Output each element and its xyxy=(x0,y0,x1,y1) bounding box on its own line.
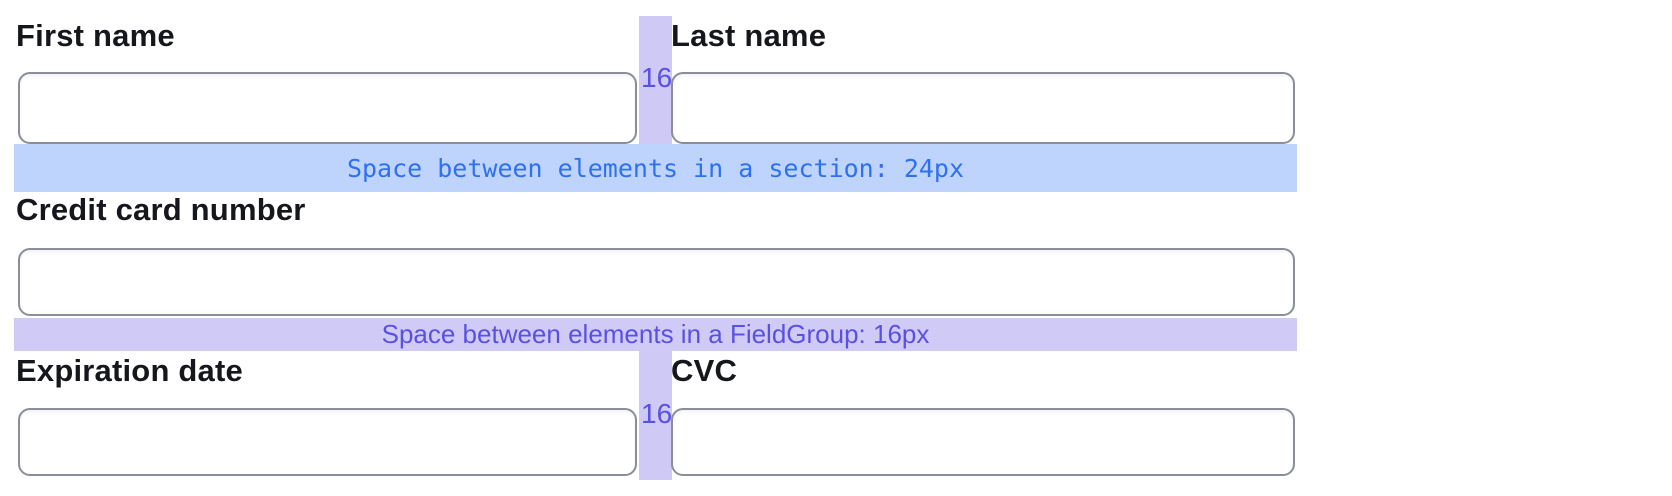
row1-column-gap-band xyxy=(639,16,672,144)
row2-gap-size-label: 16 xyxy=(641,398,673,429)
first-name-label: First name xyxy=(16,18,175,53)
credit-card-number-label: Credit card number xyxy=(16,192,306,227)
cvc-label: CVC xyxy=(671,353,738,388)
section-gap-label: Space between elements in a section: 24p… xyxy=(346,153,965,183)
last-name-input[interactable] xyxy=(671,72,1295,144)
row1-gap-size-label: 16 xyxy=(641,62,673,93)
first-name-input[interactable] xyxy=(18,72,637,144)
fieldgroup-gap-band: Space between elements in a FieldGroup: … xyxy=(14,318,1297,351)
section-gap-band: Space between elements in a section: 24p… xyxy=(14,144,1297,192)
credit-card-number-input[interactable] xyxy=(18,248,1295,316)
expiration-date-input[interactable] xyxy=(18,408,637,476)
cvc-input[interactable] xyxy=(671,408,1295,476)
fieldgroup-gap-label: Space between elements in a FieldGroup: … xyxy=(381,319,930,349)
expiration-date-label: Expiration date xyxy=(16,353,243,388)
last-name-label: Last name xyxy=(671,18,827,53)
row2-column-gap-band xyxy=(639,351,672,480)
